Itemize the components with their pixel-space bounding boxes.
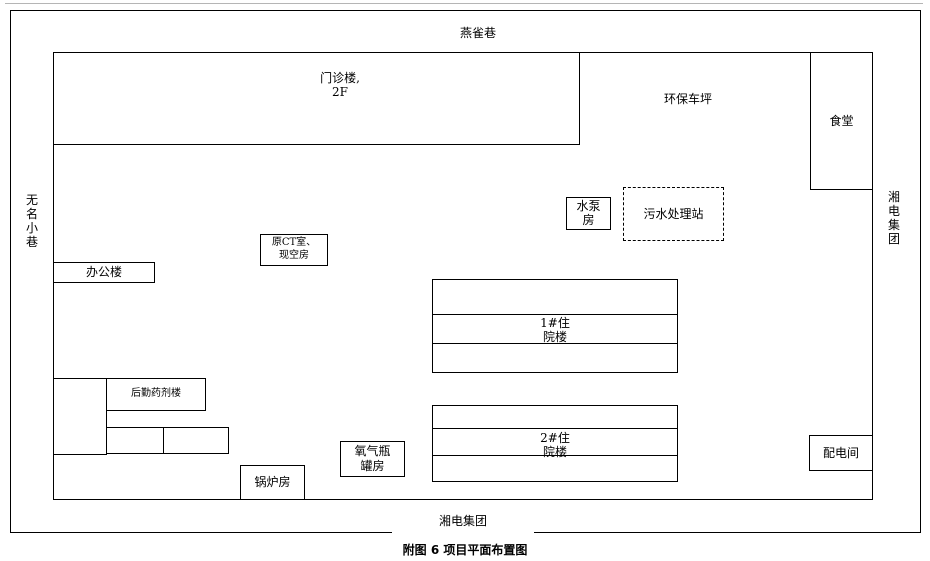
road-west-label: 无名小巷 xyxy=(25,193,38,249)
pump-room xyxy=(566,197,611,230)
shed-right xyxy=(163,427,229,454)
sewage-label: 污水处理站 xyxy=(643,207,704,221)
inpatient-building-1-middle xyxy=(432,314,678,344)
outpatient-building xyxy=(53,52,580,145)
office-label: 办公楼 xyxy=(85,265,122,279)
inpatient2-label-2: 院楼 xyxy=(542,445,567,459)
road-south-label: 湘电集团 xyxy=(438,514,487,528)
power-room xyxy=(809,435,873,471)
inpatient1-label-1: 1#住 xyxy=(540,316,570,330)
ct-label-1: 原CT室、 xyxy=(271,237,317,248)
shed-left xyxy=(106,427,164,454)
logistics-annex xyxy=(53,378,107,455)
south-entrance-gap xyxy=(392,531,534,535)
figure-caption: 附图 6 项目平面布置图 xyxy=(402,543,528,557)
road-north-label: 燕雀巷 xyxy=(459,26,496,40)
power-label: 配电间 xyxy=(822,446,859,460)
parking-label: 环保车坪 xyxy=(663,92,712,106)
logistics-building xyxy=(106,378,206,411)
boiler-room xyxy=(240,465,305,500)
boiler-label: 锅炉房 xyxy=(254,475,291,489)
pump-label-1: 水泵 xyxy=(576,199,601,213)
office-building xyxy=(53,262,155,283)
ct-label-2: 现空房 xyxy=(279,250,309,261)
inpatient-building-2-middle xyxy=(432,428,678,456)
oxygen-label-1: 氧气瓶 xyxy=(354,444,391,458)
ct-room xyxy=(260,234,328,266)
road-east-label: 湘电集团 xyxy=(887,190,900,246)
oxygen-room xyxy=(340,441,405,477)
outpatient-label-1: 门诊楼, xyxy=(320,71,360,85)
inpatient1-label-2: 院楼 xyxy=(542,330,567,344)
inpatient2-label-1: 2#住 xyxy=(540,431,570,445)
top-rule xyxy=(5,3,923,4)
logistics-label: 后勤药剂楼 xyxy=(131,388,181,399)
canteen-building xyxy=(810,52,873,190)
sewage-station xyxy=(623,187,724,241)
pump-label-2: 房 xyxy=(582,213,595,227)
canteen-label: 食堂 xyxy=(829,114,854,128)
oxygen-label-2: 罐房 xyxy=(360,459,385,473)
outpatient-label-2: 2F xyxy=(332,85,348,99)
